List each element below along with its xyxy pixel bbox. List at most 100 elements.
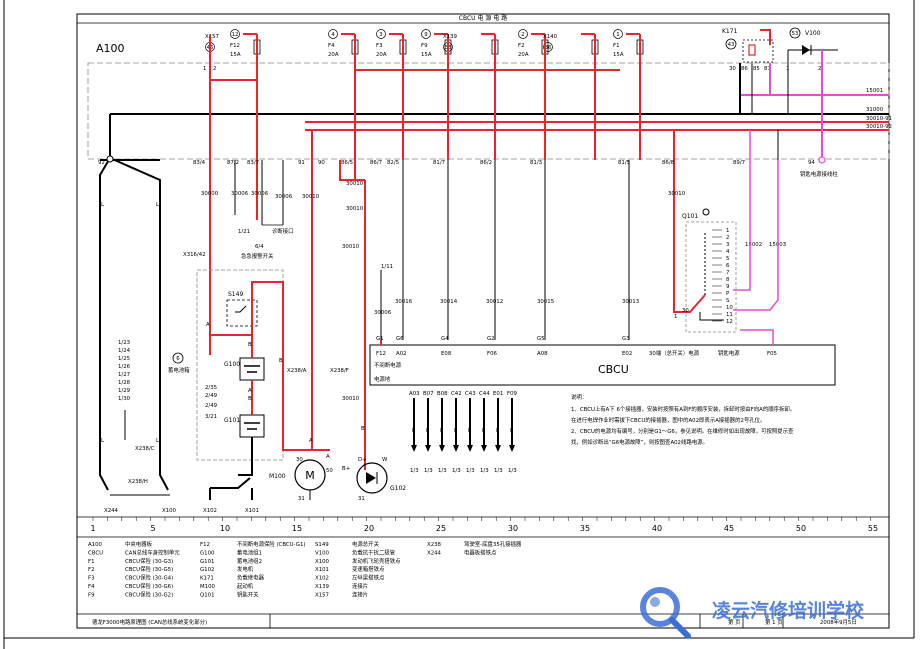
svg-text:30012: 30012: [486, 299, 503, 305]
key-post-label: 钥匙电源接线柱: [800, 170, 838, 178]
key-switch-wiring: [733, 130, 779, 345]
svg-text:31000: 31000: [866, 107, 884, 113]
svg-text:第 1 页: 第 1 页: [765, 618, 783, 626]
svg-text:B08: B08: [437, 391, 448, 397]
svg-text:30010: 30010: [302, 194, 320, 200]
svg-text:Q101: Q101: [682, 213, 698, 220]
svg-text:30006: 30006: [374, 310, 392, 316]
fuse-number: 3: [379, 32, 382, 38]
svg-text:X238/A: X238/A: [287, 368, 307, 374]
svg-text:A: A: [309, 438, 313, 444]
svg-text:L: L: [454, 428, 457, 434]
svg-text:找，例如诊断出“G6电源故障”，则按图查A02线路电源。: 找，例如诊断出“G6电源故障”，则按图查A02线路电源。: [571, 438, 708, 446]
svg-text:1/26: 1/26: [118, 364, 131, 370]
svg-text:6: 6: [176, 356, 180, 362]
svg-text:1/30: 1/30: [118, 396, 131, 402]
legend-code: A100: [88, 542, 103, 548]
svg-text:1/23: 1/23: [118, 340, 130, 346]
svg-text:30016: 30016: [395, 299, 413, 305]
svg-text:30: 30: [729, 66, 736, 72]
legend-code: K171: [200, 576, 214, 582]
sheet-frame: [76, 13, 890, 629]
svg-text:53: 53: [792, 31, 799, 37]
svg-text:89/7: 89/7: [733, 160, 745, 166]
node-labels: 92 83/4 87/2 83/7 91 90 86/5 86/7 82/5 8…: [98, 160, 815, 166]
fuse-name: F9: [421, 43, 428, 49]
svg-text:C44: C44: [479, 391, 490, 397]
svg-text:第 页: 第 页: [728, 618, 741, 626]
svg-text:30: 30: [296, 457, 303, 463]
legend-code: G101: [200, 559, 214, 565]
key-position-P: P: [726, 291, 730, 297]
legend-code: Q101: [200, 592, 215, 598]
svg-text:电源地: 电源地: [374, 375, 391, 383]
svg-text:1/24: 1/24: [118, 348, 131, 354]
fuse-name: F1: [613, 43, 620, 49]
svg-text:1/11: 1/11: [381, 264, 393, 270]
legend-desc: 发动机飞轮壳搭铁点: [352, 557, 401, 565]
svg-text:2/49: 2/49: [205, 393, 218, 399]
key-position-8: 8: [726, 277, 730, 283]
key-position-1: 1: [726, 228, 729, 234]
svg-text:L: L: [482, 428, 485, 434]
svg-text:30013: 30013: [622, 299, 639, 305]
legend-desc: 不间断电源保险 (CBCU-G1): [237, 540, 305, 548]
svg-text:30010-92: 30010-92: [866, 124, 892, 130]
legend-desc: 负载抗干扰二极管: [352, 548, 396, 556]
scale-mark: 55: [868, 524, 878, 533]
board-label: A100: [96, 42, 125, 55]
svg-text:L: L: [156, 438, 159, 444]
svg-text:2008年9月5日: 2008年9月5日: [820, 618, 857, 626]
svg-text:92: 92: [98, 160, 105, 166]
scale-mark: 5: [150, 524, 155, 533]
key-position-11: 11: [726, 312, 733, 318]
svg-text:蓄电池箱: 蓄电池箱: [168, 366, 190, 374]
svg-text:94: 94: [808, 160, 815, 166]
scale-mark: 30: [508, 524, 518, 533]
ground-pin-ref: 1/3: [438, 468, 447, 474]
svg-text:30014: 30014: [440, 299, 458, 305]
svg-text:90: 90: [318, 160, 325, 166]
key-position-S: S: [726, 298, 730, 304]
svg-text:C42: C42: [451, 391, 462, 397]
fuse-rating: 20A: [376, 52, 387, 58]
legend-desc: 左纵梁搭铁点: [352, 574, 385, 582]
ground-pin-ref: 1/3: [480, 468, 489, 474]
fuse-rating: 15A: [421, 52, 432, 58]
svg-text:43: 43: [728, 42, 735, 48]
scale-mark: 40: [652, 524, 662, 533]
svg-text:30006: 30006: [275, 194, 293, 200]
fuse-number: 2: [521, 32, 524, 38]
key-position-5: 5: [726, 256, 729, 262]
svg-text:W: W: [382, 457, 388, 463]
svg-text:G1: G1: [376, 336, 384, 342]
svg-text:G102: G102: [390, 485, 406, 492]
svg-text:K171: K171: [722, 28, 738, 35]
svg-text:1/27: 1/27: [118, 372, 130, 378]
legend-code: X244: [427, 550, 442, 556]
svg-text:86: 86: [741, 66, 748, 72]
svg-text:诊断接口: 诊断接口: [272, 227, 294, 235]
legend-code: M100: [200, 584, 216, 590]
svg-text:M: M: [305, 469, 315, 482]
fuse-rating: 15A: [230, 52, 241, 58]
legend-desc: CBCU保险 (30-G2): [125, 590, 173, 598]
svg-text:2、CBCU的电源均有编号，分别是G1～G6，参见说明。在维: 2、CBCU的电源均有编号，分别是G1～G6，参见说明。在维修时如出现故障，可按…: [571, 427, 794, 435]
